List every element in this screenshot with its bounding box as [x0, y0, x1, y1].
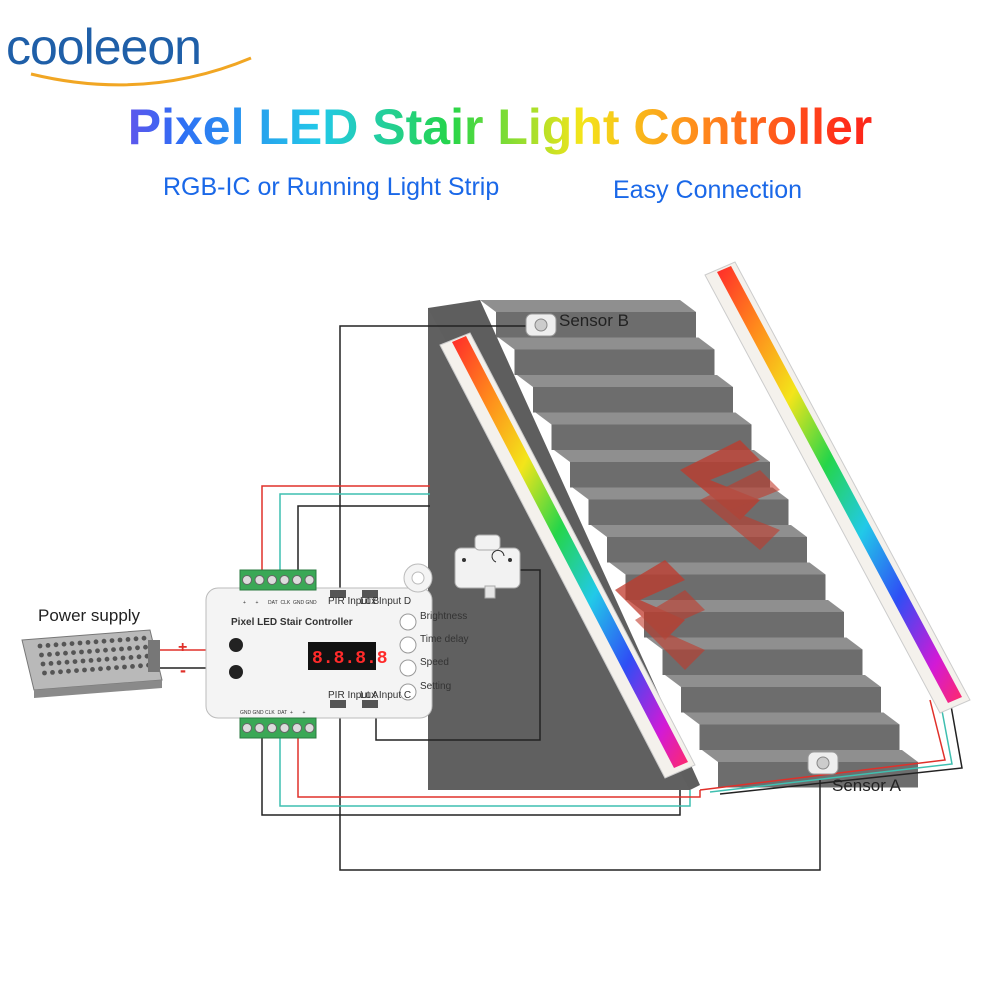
led-strip-right [704, 261, 971, 714]
led-strip-left [439, 332, 696, 779]
direction-arrows [615, 440, 780, 670]
terminal-label-bottom: CLK [265, 710, 275, 716]
stair-step-riser [681, 687, 881, 713]
stair-step-riser [607, 537, 807, 563]
sensor-b-label: Sensor B [559, 311, 629, 330]
terminal-label-bottom: + [290, 710, 293, 716]
terminal-label-top: GND [293, 600, 305, 606]
stair-step-top [498, 337, 715, 350]
stair-step-riser [551, 424, 752, 450]
terminal-label-top: + [243, 600, 246, 606]
button-label-time-delay: Time delay [420, 634, 469, 645]
terminal-label-bottom: GND [240, 710, 252, 716]
stair-step-top [517, 375, 733, 387]
lux-sensor-icon [454, 534, 521, 599]
button-label-speed: Speed [420, 657, 449, 668]
controller-display: 8.8.8.8 [312, 649, 388, 669]
controller-title: Pixel LED Stair Controller [231, 617, 353, 628]
terminal-label-bottom: GND [253, 710, 265, 716]
stair-step-riser [662, 649, 863, 675]
power-minus-label: - [180, 660, 186, 680]
port-pir-b: PIR Input B [328, 596, 379, 607]
staircase [428, 300, 918, 790]
sensor-a-icon [807, 751, 839, 775]
stair-step-riser [588, 499, 789, 525]
stair-step-top [646, 637, 863, 650]
stair-step-riser [699, 724, 900, 750]
stair-step-top [683, 712, 900, 725]
terminal-label-top: GND [306, 600, 318, 606]
sensor-a-label: Sensor A [832, 776, 901, 795]
subtitle-strip-type: RGB-IC or Running Light Strip [163, 173, 500, 201]
wires [160, 325, 963, 871]
port-lux-c: Lux Input C [360, 690, 411, 701]
stair-step-top [665, 675, 881, 687]
stair-step-riser [533, 387, 733, 413]
sensor-b-icon [525, 313, 557, 337]
brand-logo: cooleeon [6, 14, 256, 87]
terminal-label-top: DAT [268, 600, 278, 606]
stair-step-top [609, 562, 826, 575]
power-supply-label: Power supply [38, 606, 141, 625]
terminal-label-top: + [256, 600, 259, 606]
port-lux-d: Lux Input D [360, 596, 411, 607]
stair-step-top [535, 412, 752, 425]
logo-swoosh-icon [30, 56, 252, 87]
power-supply-icon [21, 629, 163, 698]
subtitle-connection: Easy Connection [613, 176, 803, 204]
page-title: Pixel LED Stair Light Controller [0, 98, 1000, 156]
logo-text: cooleeon [6, 19, 202, 75]
stair-step-top [480, 300, 696, 312]
stair-step-riser [514, 349, 715, 375]
terminal-label-bottom: DAT [278, 710, 288, 716]
terminal-label-bottom: + [303, 710, 306, 716]
button-label-setting: Setting [420, 681, 451, 692]
stair-step-riser [644, 612, 844, 638]
power-plus-label: + [178, 639, 187, 656]
controller-unit [205, 563, 433, 739]
port-pir-a: PIR Input A [328, 690, 379, 701]
button-label-brightness: Brightness [420, 611, 467, 622]
terminal-label-top: CLK [281, 600, 291, 606]
